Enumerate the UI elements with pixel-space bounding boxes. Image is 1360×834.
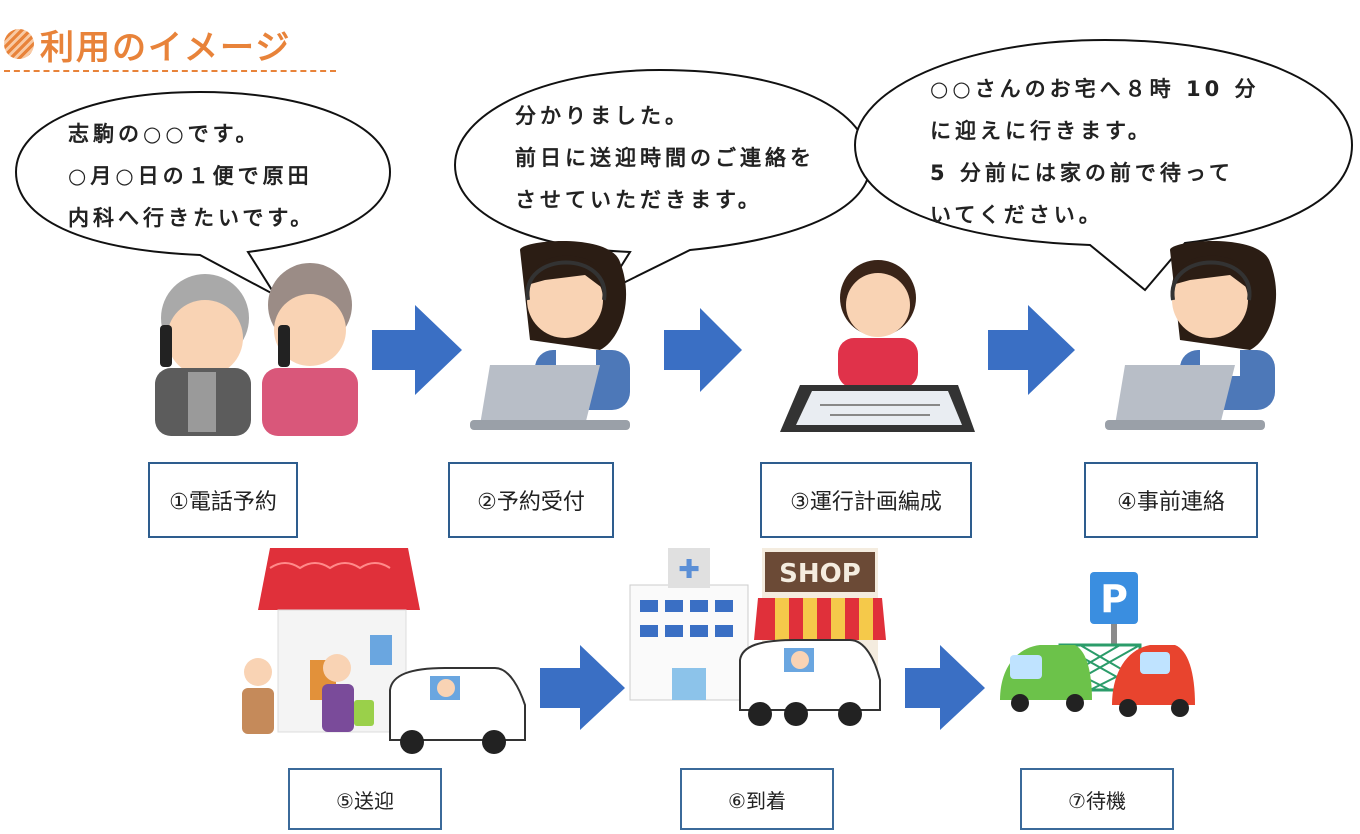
house-icon: [258, 548, 420, 610]
laptop-icon: [1115, 365, 1235, 425]
right-arrow-icon: [664, 308, 742, 392]
title-text: 利用のイメージ: [40, 27, 292, 68]
parking-sign-text: P: [1100, 577, 1128, 621]
laptop-icon: [480, 365, 600, 425]
bubble-1-line-2: ○月○日の１便で原田: [68, 164, 313, 188]
bubble-3-line-1: ○○さんのお宅へ８時 10 分: [930, 77, 1260, 101]
car-icon: [1112, 645, 1195, 705]
parking-sign-icon: [1090, 572, 1138, 624]
operator-laptop-illustration-2: [1105, 240, 1277, 430]
step-1-label: ①電話予約: [148, 462, 298, 538]
operator-laptop-illustration: [470, 240, 630, 430]
bubble-3-line-4: いてください。: [930, 203, 1104, 227]
bubble-2-line-2: 前日に送迎時間のご連絡を: [515, 146, 815, 170]
step-6-label: ⑥到着: [680, 768, 834, 830]
step-3-label: ③運行計画編成: [760, 462, 972, 538]
bubble-1-line-1: 志駒の○○です。: [68, 122, 261, 146]
van-icon: [389, 667, 526, 741]
page-title: 利用のイメージ: [4, 18, 291, 70]
bubble-3-text: ○○さんのお宅へ８時 10 分 に迎えに行きます。 5 分前には家の前で待って …: [930, 68, 1260, 236]
title-bullet-icon: [4, 29, 34, 59]
hospital-cross-sign: ✚: [678, 555, 700, 585]
headset-icon: [525, 260, 607, 301]
step-4-label: ④事前連絡: [1084, 462, 1258, 538]
bubble-3-line-3: 5 分前には家の前で待って: [930, 161, 1234, 185]
speech-bubble-3: [853, 38, 1354, 292]
parking-waiting-illustration: P: [1000, 572, 1195, 717]
right-arrow-icon: [540, 645, 625, 730]
van-icon: [739, 639, 881, 711]
headset-icon: [1170, 260, 1252, 301]
planner-tablet-illustration: [780, 260, 975, 432]
speech-bubble-1: [14, 90, 392, 298]
bubble-3-line-2: に迎えに行きます。: [930, 119, 1153, 143]
bubble-1-line-3: 内科へ行きたいです。: [68, 206, 316, 230]
right-arrow-icon: [905, 645, 985, 730]
step-2-label: ②予約受付: [448, 462, 614, 538]
phone-icon: [160, 325, 172, 367]
bubble-2-text: 分かりました。 前日に送迎時間のご連絡を させていただきます。: [515, 95, 815, 221]
elderly-couple-phone-illustration: [155, 263, 358, 436]
right-arrow-icon: [372, 305, 462, 395]
phone-icon: [278, 325, 290, 367]
bubble-1-text: 志駒の○○です。 ○月○日の１便で原田 内科へ行きたいです。: [68, 113, 315, 239]
right-arrow-icon: [988, 305, 1075, 395]
title-underline: [4, 70, 336, 72]
hospital-shop-arrival-illustration: ✚ SHOP: [629, 548, 886, 726]
shop-sign: SHOP: [779, 559, 861, 589]
bubble-2-line-1: 分かりました。: [515, 104, 690, 128]
step-7-label: ⑦待機: [1020, 768, 1174, 830]
house-pickup-illustration: [242, 548, 526, 754]
step-5-label: ⑤送迎: [288, 768, 442, 830]
bubble-2-line-3: させていただきます。: [515, 188, 763, 212]
